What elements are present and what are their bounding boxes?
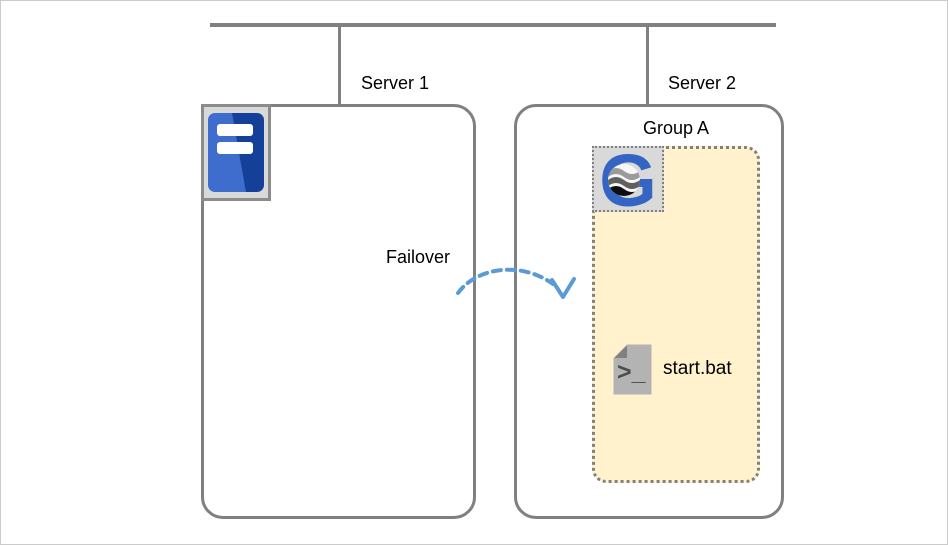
failover-label: Failover xyxy=(386,247,451,267)
server-tower-slot xyxy=(217,124,253,136)
network-drop-line-server2 xyxy=(646,25,649,106)
network-bus-line xyxy=(210,23,776,27)
script-file-label: start.bat xyxy=(663,358,732,379)
group-a-label: Group A xyxy=(642,118,710,138)
g-globe-icon: G xyxy=(599,148,657,210)
server-tower-slot xyxy=(217,142,253,154)
server-tower-tray xyxy=(201,104,271,201)
server1-label: Server 1 xyxy=(361,73,430,93)
network-drop-line-server1 xyxy=(338,25,341,106)
prompt-glyph: >_ xyxy=(617,358,647,386)
g-logo-tray: G xyxy=(592,146,664,212)
server2-label: Server 2 xyxy=(668,73,737,93)
failover-arrow-icon xyxy=(456,267,576,299)
terminal-script-icon: >_ xyxy=(613,344,652,395)
server-tower-icon xyxy=(208,113,264,192)
